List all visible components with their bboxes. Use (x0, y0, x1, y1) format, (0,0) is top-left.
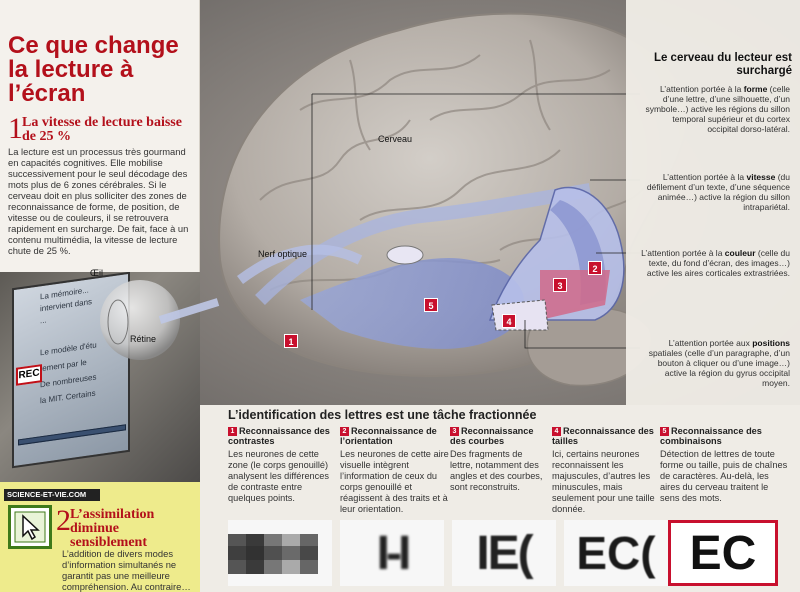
step-body: Les neurones de cette aire visuelle intè… (340, 449, 449, 514)
section-number: 2 (56, 504, 71, 537)
section-heading: La vitesse de lecture baisse de 25 % (22, 115, 182, 144)
callout-couleur: L’attention portée à la couleur (celle d… (641, 248, 790, 278)
step-body: Détection de lettres de toute forme ou t… (660, 449, 788, 503)
label-nerf-optique: Nerf optique (258, 249, 308, 259)
label-cerveau: Cerveau (378, 134, 413, 144)
article-title: Ce que change la lecture à l’écran (8, 32, 179, 107)
callout-positions: L’attention portée aux positions spatial… (648, 338, 790, 388)
site-label: SCIENCE-ET-VIE.COM (4, 489, 100, 501)
step-number: 5 (660, 427, 669, 436)
pixel-tile-1 (228, 520, 332, 586)
section-body: La lecture est un processus très gourman… (8, 146, 189, 256)
callout-panel (626, 0, 800, 405)
section-number: 1 (8, 112, 23, 145)
step-body: Ici, certains neurones reconnaissent les… (552, 449, 655, 514)
screen-text-line: ... (40, 315, 47, 326)
letter-pixelation-row: I-I IE( EC( EC (228, 520, 788, 586)
callout-title: Le cerveau du lecteur est surchargé (653, 52, 792, 77)
cursor-icon (8, 505, 52, 549)
screen-text-line: De nombreuses (40, 372, 97, 390)
pixel-tile-5: EC (668, 520, 778, 586)
step-number: 3 (450, 427, 459, 436)
screen-text-line: la MIT. Certains (40, 388, 96, 406)
label-oeil: Œil (90, 268, 103, 278)
label-retine: Rétine (130, 334, 157, 344)
callout-vitesse: L’attention portée à la vitesse (du défi… (646, 172, 790, 212)
step-heading: Reconnaissance des courbes (450, 426, 534, 446)
pixel-tile-4: EC( (564, 520, 668, 586)
step-number: 2 (340, 427, 349, 436)
screen-text-line: tement par le (40, 357, 87, 374)
pixel-tile-3: IE( (452, 520, 556, 586)
pixel-tile-2: I-I (340, 520, 444, 586)
step-number: 4 (552, 427, 561, 436)
bottom-section-title: L’identification des lettres est une tâc… (228, 408, 537, 422)
eye-illustration (100, 280, 220, 360)
rec-badge: REC (16, 364, 42, 386)
section-body: L’addition de divers modes d’information… (62, 548, 191, 592)
section-heading: L’assimilation diminue sensiblement (70, 507, 155, 550)
screen-text-line: Le modèle d'étu (40, 340, 97, 358)
area-marker: 2 (588, 261, 602, 275)
area-marker: 1 (284, 334, 298, 348)
area-marker: 3 (553, 278, 567, 292)
step-body: Des fragments de lettre, notamment des a… (450, 449, 543, 492)
video-progress-bar (18, 424, 126, 446)
callout-forme: L’attention portée à la forme (celle d’u… (645, 84, 790, 134)
step-number: 1 (228, 427, 237, 436)
step-heading: Reconnaissance des tailles (552, 426, 654, 446)
area-marker: 4 (502, 314, 516, 328)
step-heading: Reconnaissance de l’orientation (340, 426, 437, 446)
step-body: Les neurones de cette zone (le corps gen… (228, 449, 329, 503)
step-heading: Reconnaissance des contrastes (228, 426, 330, 446)
area-marker: 5 (424, 298, 438, 312)
brain-drawing (218, 12, 689, 387)
step-heading: Reconnaissance des combinaisons (660, 426, 762, 446)
